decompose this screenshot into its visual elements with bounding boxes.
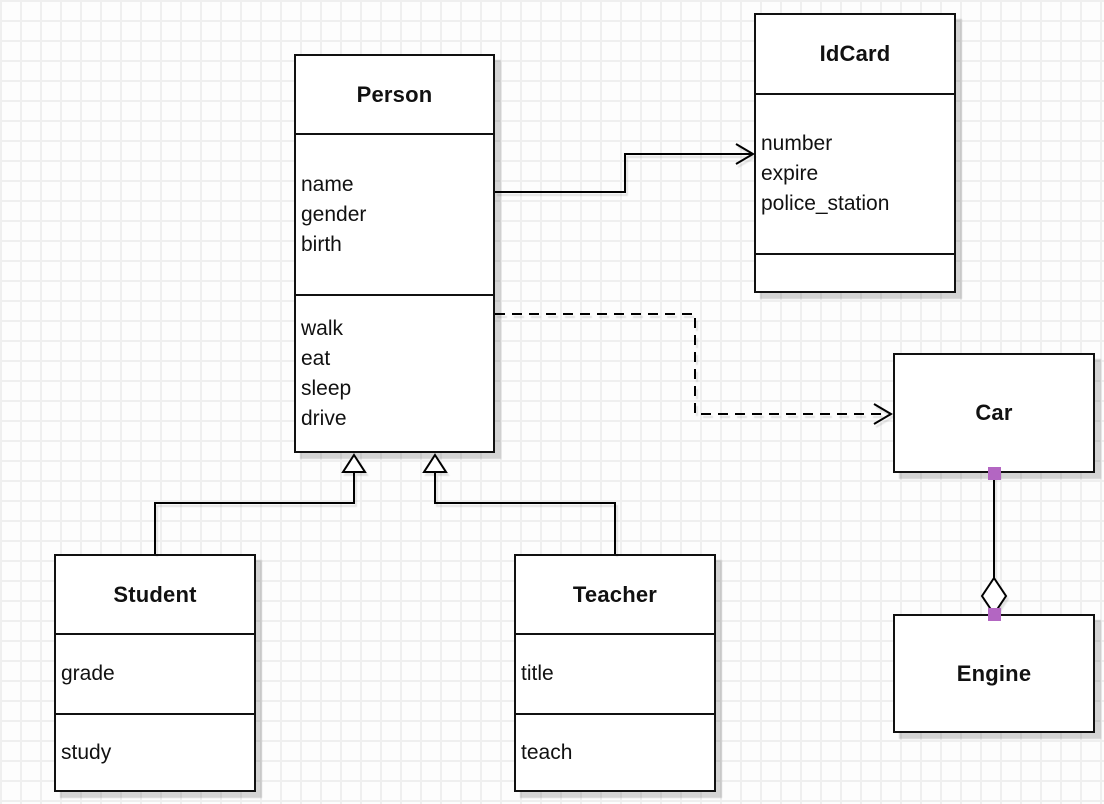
open-arrowhead-icon bbox=[873, 403, 893, 425]
dependency-person-car[interactable] bbox=[495, 313, 893, 425]
generalization-line bbox=[154, 472, 355, 554]
hollow-diamond-icon bbox=[980, 576, 1008, 616]
attribute-label: expire bbox=[761, 162, 819, 185]
association-person-idcard[interactable] bbox=[495, 143, 755, 193]
method-label: sleep bbox=[301, 376, 352, 400]
hollow-triangle-icon bbox=[341, 453, 367, 473]
generalization-teacher-person[interactable] bbox=[422, 453, 616, 554]
class-title: Teacher bbox=[572, 581, 658, 607]
method-label: walk bbox=[301, 316, 344, 340]
attribute-label: name bbox=[301, 172, 354, 196]
attribute-label: birth bbox=[301, 232, 342, 256]
attribute-label: grade bbox=[61, 662, 115, 685]
generalization-student-person[interactable] bbox=[154, 453, 367, 554]
class-title: Person bbox=[356, 81, 433, 107]
class-box-idcard[interactable]: IdCard number expire police_station bbox=[754, 13, 956, 293]
attributes-section: name gender birth bbox=[296, 133, 493, 294]
association-line bbox=[495, 153, 751, 193]
method-label: eat bbox=[301, 346, 331, 370]
open-arrowhead-icon bbox=[735, 143, 755, 165]
attribute-label: number bbox=[761, 132, 833, 155]
method-label: teach bbox=[521, 740, 573, 764]
methods-section-empty bbox=[756, 253, 954, 291]
method-label: drive bbox=[301, 406, 347, 430]
method-label: study bbox=[61, 740, 112, 764]
attributes-section: grade bbox=[56, 633, 254, 713]
methods-section: study bbox=[56, 713, 254, 790]
generalization-line bbox=[434, 472, 616, 554]
class-box-car[interactable]: Car bbox=[893, 353, 1095, 473]
attribute-label: title bbox=[521, 662, 554, 685]
attribute-label: police_station bbox=[761, 192, 890, 215]
attributes-section: title bbox=[516, 633, 714, 713]
class-title: Car bbox=[975, 400, 1013, 425]
class-title: Student bbox=[113, 581, 197, 607]
methods-section: teach bbox=[516, 713, 714, 790]
aggregation-car-engine[interactable] bbox=[980, 473, 1008, 616]
attributes-section: number expire police_station bbox=[756, 93, 954, 253]
class-box-student[interactable]: Student grade study bbox=[54, 554, 256, 792]
attribute-label: gender bbox=[301, 202, 367, 226]
class-box-teacher[interactable]: Teacher title teach bbox=[514, 554, 716, 792]
dependency-line bbox=[495, 313, 888, 415]
class-box-person[interactable]: Person name gender birth walk eat sleep … bbox=[294, 54, 495, 453]
methods-section: walk eat sleep drive bbox=[296, 294, 493, 451]
hollow-triangle-icon bbox=[422, 453, 448, 473]
class-title: IdCard bbox=[819, 41, 891, 66]
class-title: Engine bbox=[956, 660, 1032, 686]
class-box-engine[interactable]: Engine bbox=[893, 614, 1095, 733]
